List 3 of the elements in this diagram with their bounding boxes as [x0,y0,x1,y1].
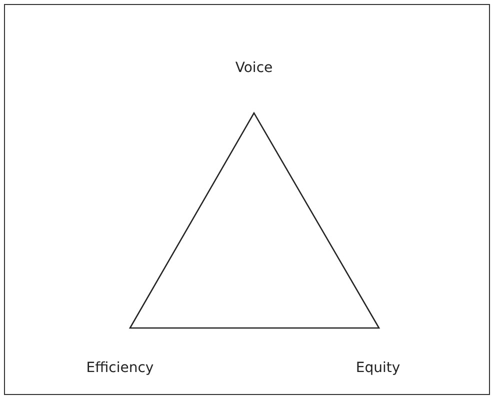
vertex-label: Voice [235,60,273,76]
vertex-label: Equity [356,360,400,376]
vertex-label: Efficiency [86,360,154,376]
